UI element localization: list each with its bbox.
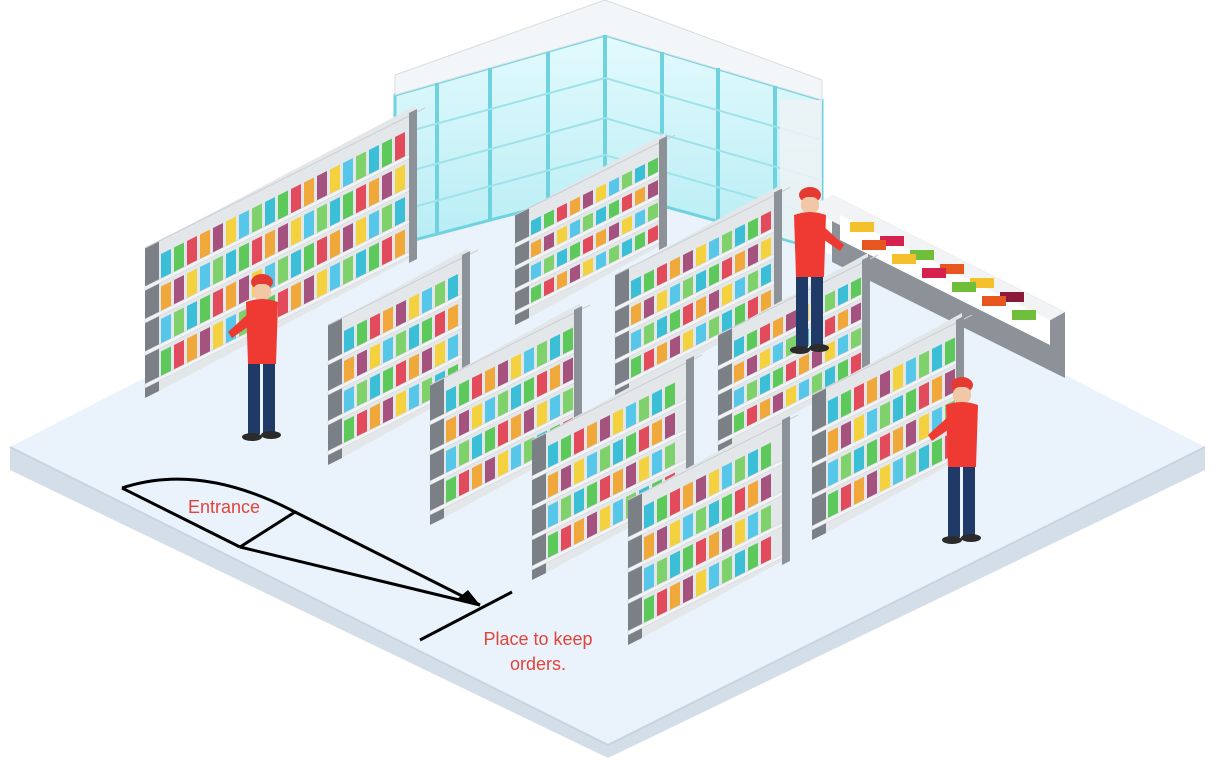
shelf-unit-icon xyxy=(144,106,426,398)
order-arrow-icon xyxy=(456,590,480,605)
worker-icon xyxy=(228,274,281,441)
entrance-label: Entrance xyxy=(188,497,260,517)
orders-label-line1: Place to keep xyxy=(483,629,592,649)
shelf-unit-icon xyxy=(514,133,676,325)
produce-stand-icon xyxy=(808,195,1065,378)
annotation-lines xyxy=(121,477,513,642)
worker-icon xyxy=(790,187,844,354)
orders-label-line2: orders. xyxy=(510,654,566,674)
fridge-icon xyxy=(393,0,824,252)
workers xyxy=(228,187,981,544)
shelf-unit-icon xyxy=(627,413,799,645)
shelf-unit-icon xyxy=(531,353,703,580)
worker-icon xyxy=(928,377,981,544)
shelving-units xyxy=(144,106,973,645)
